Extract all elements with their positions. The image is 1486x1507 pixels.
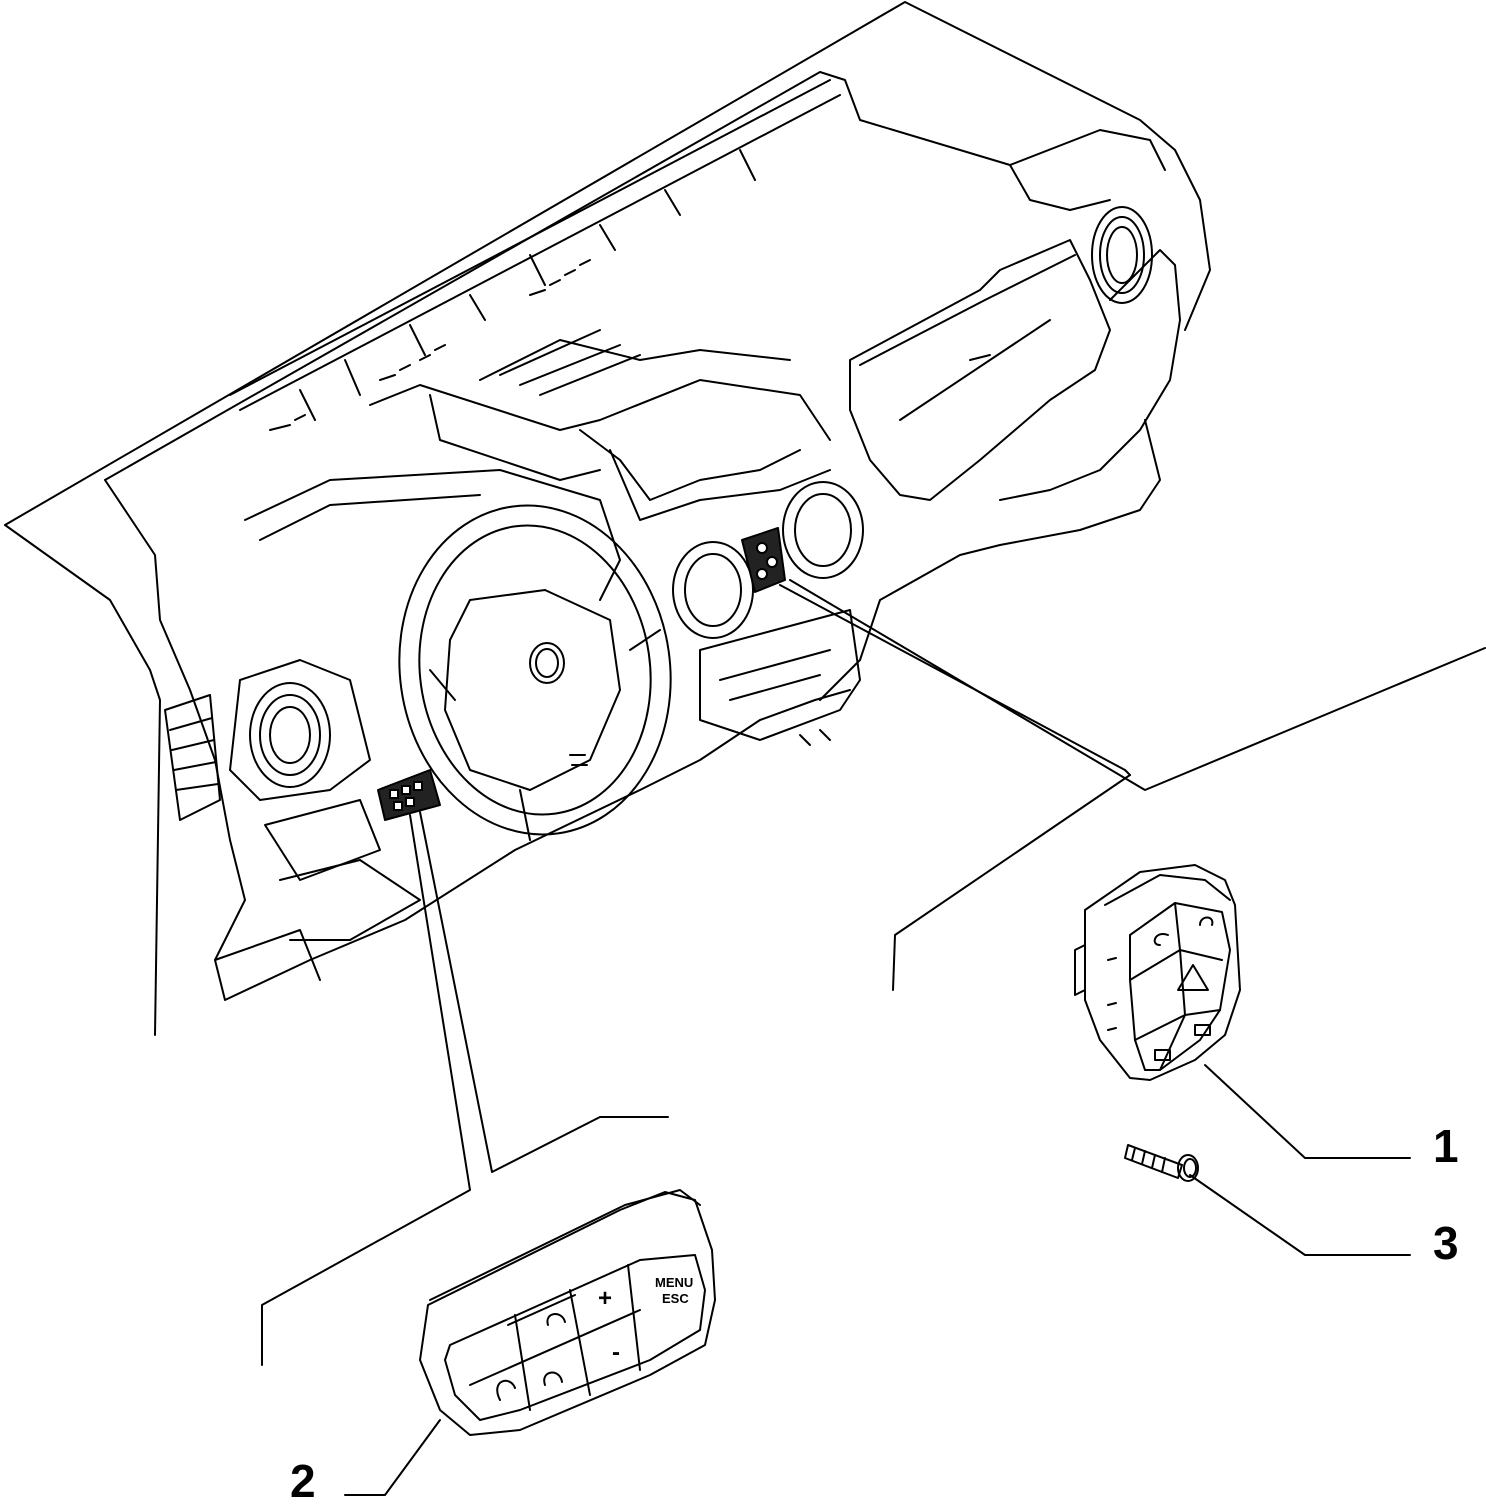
- phone-icon: [1153, 933, 1169, 946]
- mute-icon: [1154, 1049, 1171, 1061]
- leader-lines: [261, 579, 1486, 1496]
- dashboard-assembly: [4, 1, 1211, 1036]
- callout-3: 3: [1433, 1217, 1459, 1269]
- part-2-switch-panel: [419, 1189, 716, 1436]
- fog-light-icon: [496, 1379, 516, 1401]
- steering-wheel: [398, 504, 672, 841]
- part-1-switch-module: [1074, 864, 1241, 1081]
- mounted-switch-left: [377, 769, 441, 821]
- esc-label: ESC: [662, 1291, 689, 1306]
- part-3-screw: [1124, 1144, 1199, 1182]
- callout-1: 1: [1433, 1120, 1459, 1172]
- voice-icon: [1194, 1024, 1211, 1036]
- triangle-icon: [1177, 964, 1209, 991]
- phone-hangup-icon: [1199, 916, 1214, 926]
- callout-2: 2: [290, 1455, 316, 1507]
- plus-label: +: [598, 1285, 612, 1312]
- menu-label: MENU: [655, 1275, 693, 1290]
- headlight-level-icon: [546, 1313, 566, 1326]
- mounted-switch-right: [741, 527, 786, 593]
- minus-label: -: [612, 1339, 620, 1366]
- headlight-icon: [543, 1371, 563, 1386]
